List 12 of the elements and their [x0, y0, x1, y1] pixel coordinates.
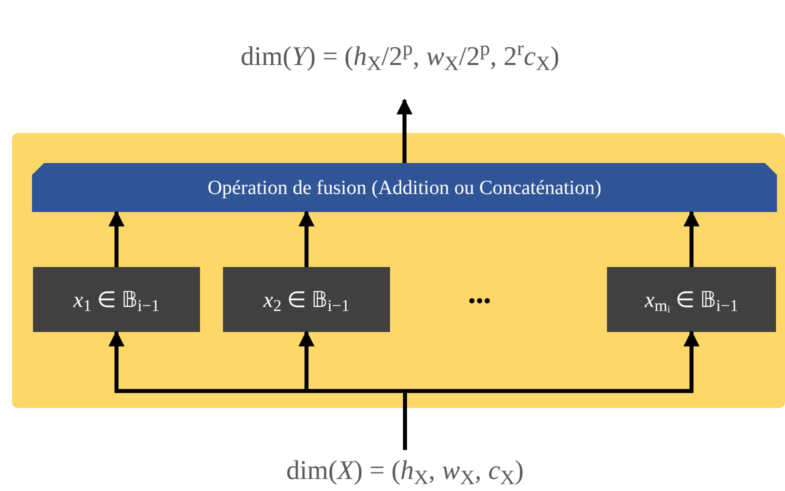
formula-text: dim(X) = (h$_{X}$, w$_{X}$, c$_{X}$): [240, 450, 570, 491]
block-box: x$_{2}$ ∈ 𝔹$_{i−1}$: [223, 267, 390, 332]
arrow: [684, 210, 700, 267]
arrow: [298, 210, 314, 267]
fusion-band: Opération de fusion (Addition ou Concaténation): [32, 163, 777, 212]
arrow: [396, 98, 412, 163]
formula-text: dim(Y) = (h$_{X}$/2$^{p}$, w$_{X}$/2$^{p}$, 2$^{r}$c$_{X}$): [180, 12, 620, 100]
arrow: [108, 210, 124, 267]
block-box: x$_{mᵢ}$ ∈ 𝔹$_{i−1}$: [607, 267, 776, 332]
ellipsis-text: •••: [468, 287, 492, 315]
panel-background: [12, 133, 785, 408]
block-box: x$_{1}$ ∈ 𝔹$_{i−1}$: [33, 267, 200, 332]
